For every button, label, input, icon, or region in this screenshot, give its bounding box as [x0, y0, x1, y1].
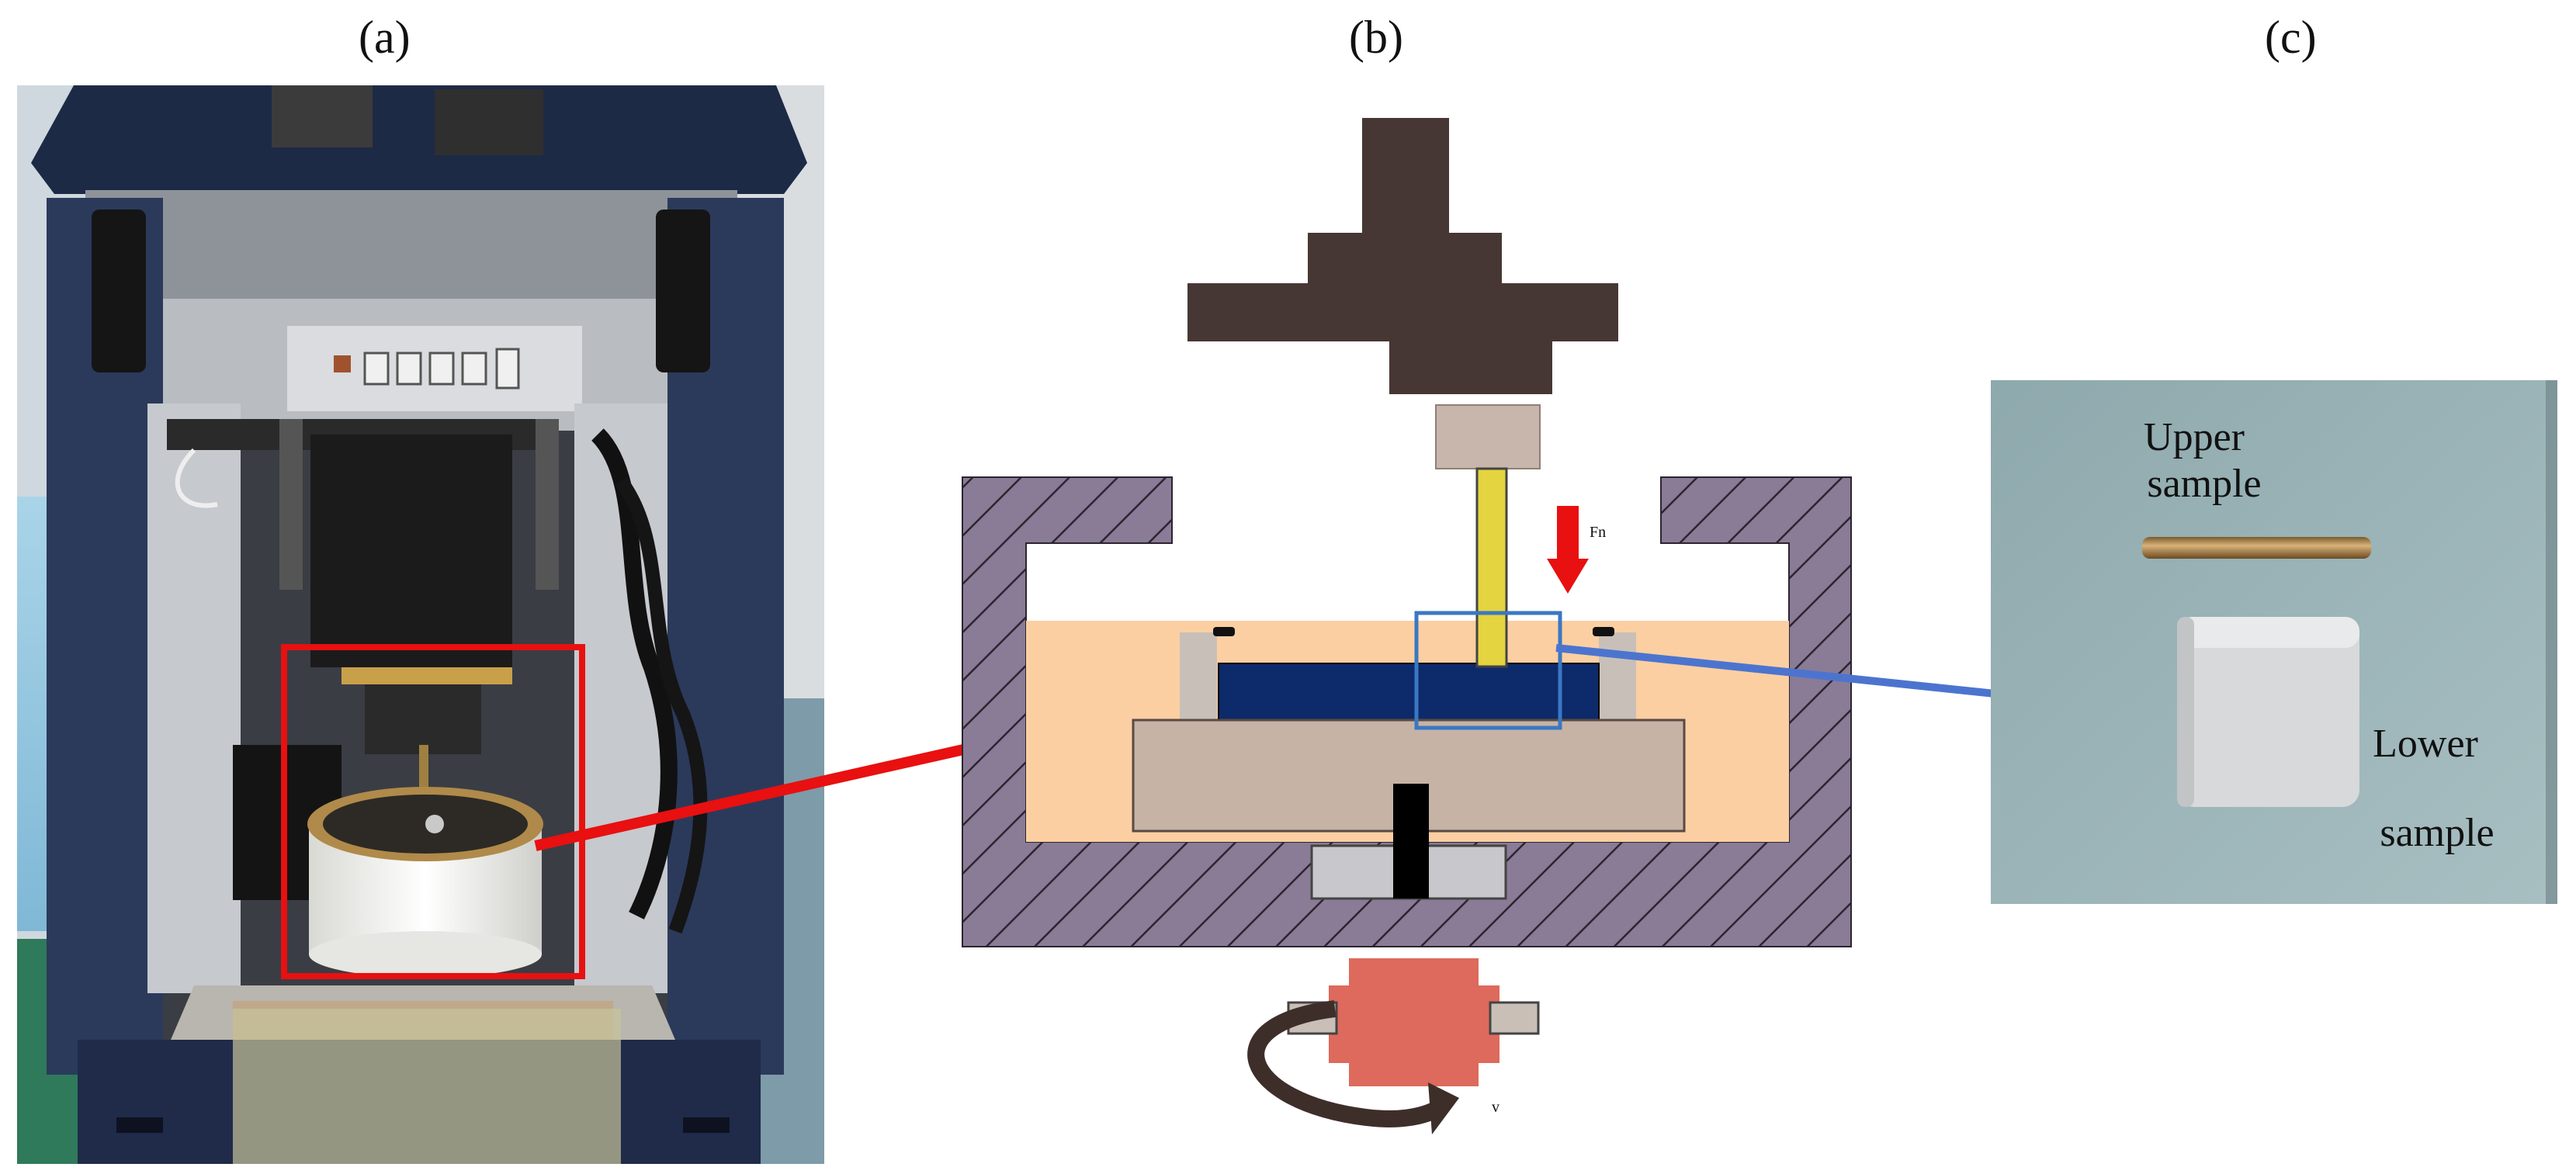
coupler — [1435, 404, 1541, 469]
upper-sample-rod — [2142, 537, 2371, 559]
upper-sample-label-line2: sample — [2147, 462, 2261, 506]
rotation-arrow — [1247, 1000, 1440, 1127]
lower-sample-block — [2177, 617, 2359, 807]
velocity-label: v — [1492, 1099, 1499, 1116]
highlight-box-red — [281, 644, 585, 979]
panel-label-c: (c) — [2265, 12, 2317, 63]
force-label: Fn — [1590, 524, 1606, 541]
panel-label-a: (a) — [359, 12, 411, 63]
upper-sample-label-line1: Upper — [2144, 415, 2245, 459]
photo-samples — [1991, 380, 2557, 904]
highlight-box-blue — [1414, 611, 1562, 730]
lower-sample-label-line1: Lower — [2373, 722, 2478, 766]
schematic — [962, 118, 1852, 1134]
lower-sample-label-line2: sample — [2380, 811, 2494, 855]
lower-sample-plate — [1218, 663, 1600, 722]
photo-tribometer — [17, 85, 824, 1164]
motor-head-top — [1362, 118, 1449, 234]
panel-label-b: (b) — [1349, 12, 1403, 63]
pin-shaft — [1475, 467, 1508, 668]
